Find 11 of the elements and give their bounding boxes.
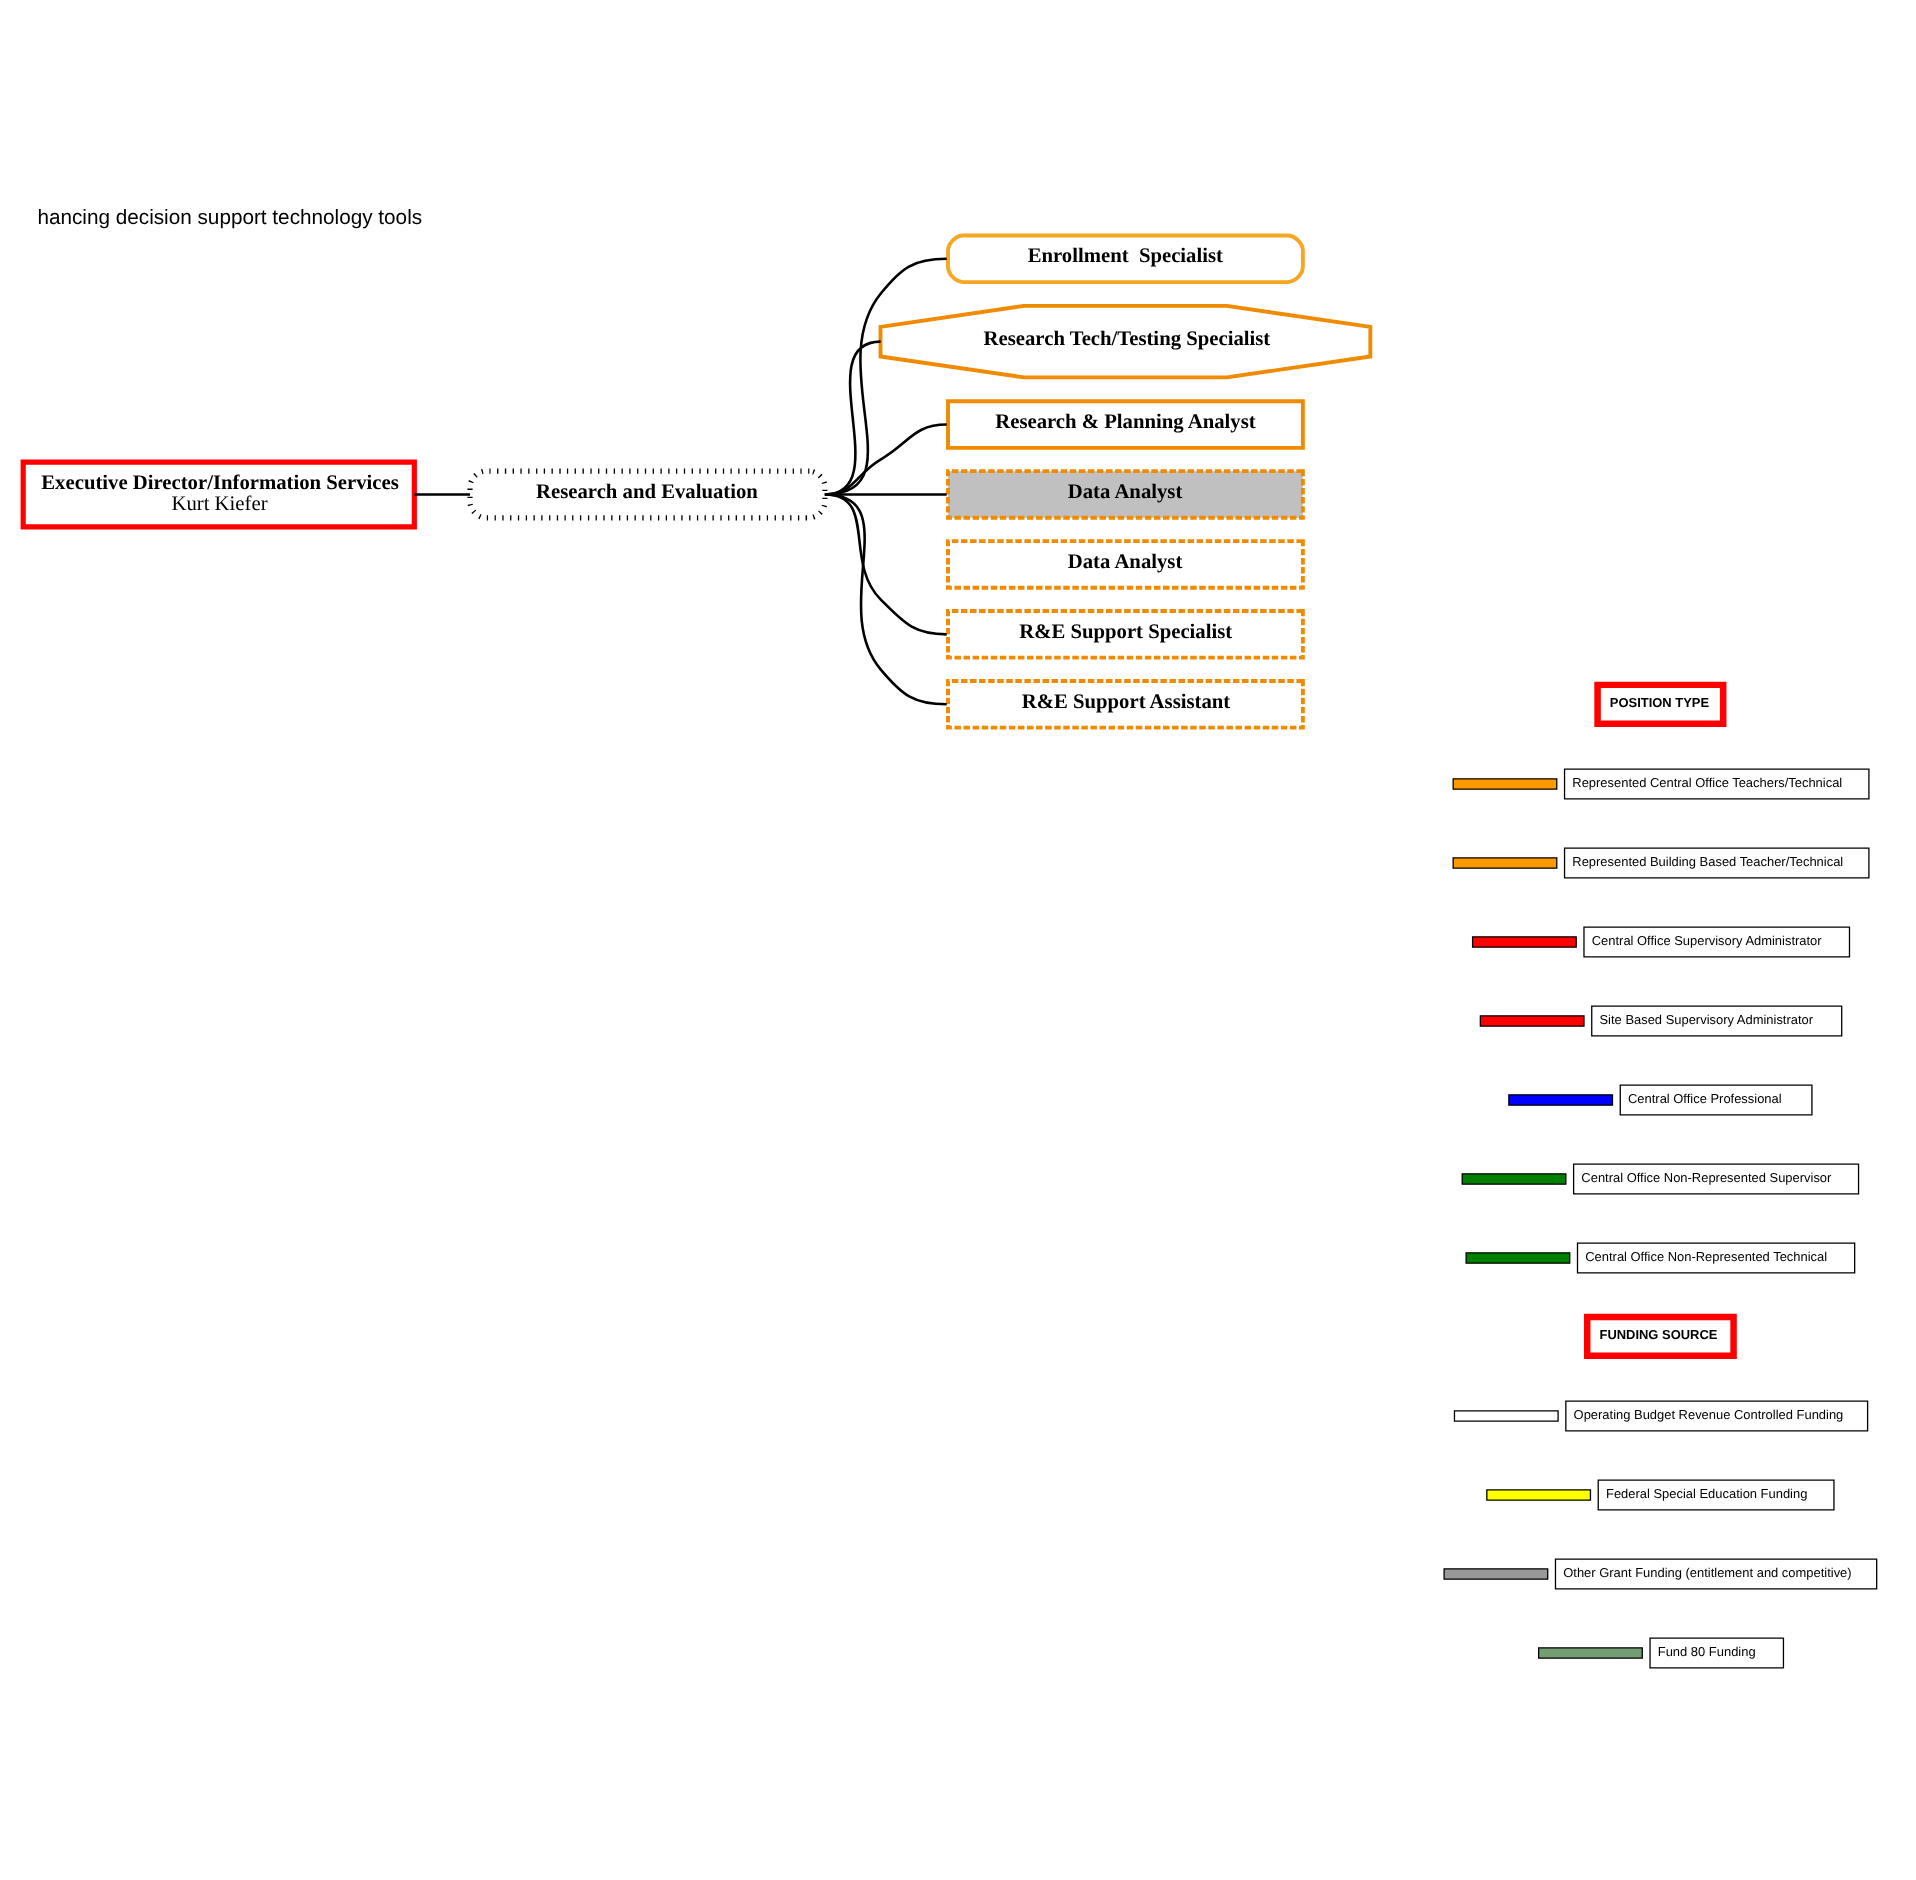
- node-box: Research & Planning Analyst: [945, 398, 1304, 449]
- connector: [413, 492, 469, 495]
- node-box: Data Analyst: [945, 468, 1304, 519]
- diagram-title: hancing decision support technology tools: [36, 206, 422, 229]
- node-box: R&E Support Specialist: [945, 608, 1304, 659]
- connector: [823, 492, 946, 705]
- node-box: Data Analyst: [945, 538, 1304, 589]
- node-box: Executive Director/Information Services Kurt Kiefer: [19, 458, 416, 529]
- node-box: Research and Evaluation: [466, 467, 827, 520]
- node-box: Enrollment Specialist: [945, 232, 1304, 284]
- node-box: R&E Support Assistant: [945, 678, 1304, 729]
